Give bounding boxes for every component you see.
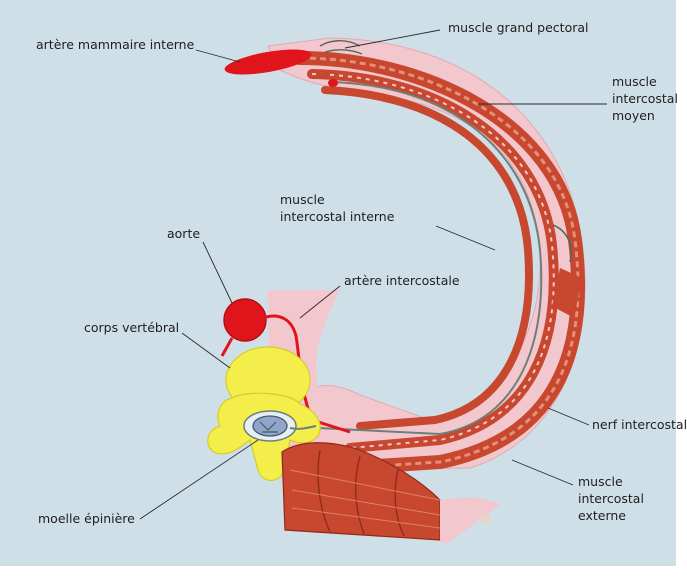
label-artere-intercostale: artère intercostale <box>344 273 460 288</box>
anterior-vessel-small-2 <box>319 73 327 79</box>
label-muscle-intercostal-moyen-2: intercostal <box>612 91 678 106</box>
spinal-cord <box>253 416 287 436</box>
label-muscle-intercostal-moyen-1: muscle <box>612 74 657 89</box>
aorta <box>224 299 266 341</box>
label-moelle-epiniere: moelle épinière <box>38 511 135 526</box>
label-muscle-intercostal-moyen-3: moyen <box>612 108 655 123</box>
label-nerf-intercostal: nerf intercostal <box>592 417 687 432</box>
label-muscle-intercostal-externe-1: muscle <box>578 474 623 489</box>
label-muscle-grand-pectoral: muscle grand pectoral <box>448 20 589 35</box>
label-muscle-intercostal-externe-3: externe <box>578 508 626 523</box>
label-muscle-intercostal-interne-2: intercostal interne <box>280 209 395 224</box>
anterior-vessel-small <box>328 79 338 87</box>
label-artere-mammaire-interne: artère mammaire interne <box>36 37 195 52</box>
label-aorte: aorte <box>167 226 200 241</box>
label-muscle-intercostal-externe-2: intercostal <box>578 491 644 506</box>
label-muscle-intercostal-interne-1: muscle <box>280 192 325 207</box>
smudge-mark <box>481 514 491 524</box>
label-corps-vertebral: corps vertébral <box>84 320 179 335</box>
